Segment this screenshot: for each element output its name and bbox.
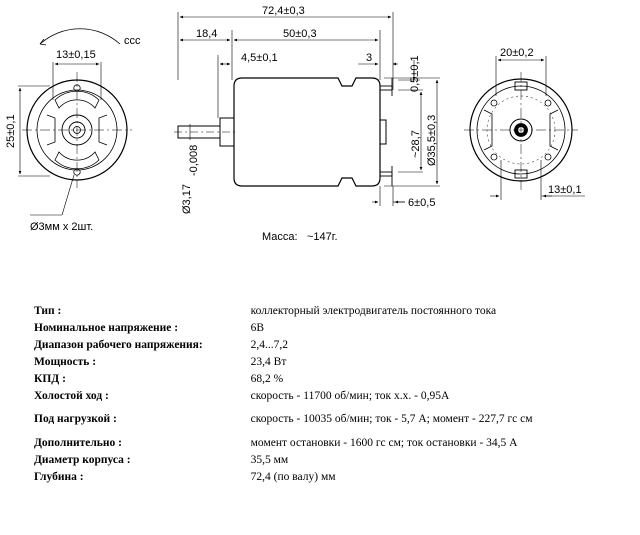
spec-row: Дополнительно : момент остановки - 1600 … [34,434,594,451]
shaft-tolerance: -0,008 [188,145,200,176]
left-width-dim: 13±0,15 [56,49,96,61]
spec-label: Дополнительно : [34,436,122,449]
shaft-diameter-dim: Ø3,17 [181,184,193,214]
spec-value: 23,4 Вт [250,355,287,368]
spec-value: 35,5 мм [250,453,289,466]
spec-row: КПД : 68,2 % [34,370,594,387]
terminal-thickness-dim: 0,5±0,1 [409,55,421,92]
side-view: 72,4±0,3 18,4 50±0,3 4,5±0,1 3 Ø3, [174,5,440,243]
flat-dim: ~28,7 [410,130,422,158]
spec-row: Диаметр корпуса : 35,5 мм [34,451,594,468]
left-hole-note: Ø3мм x 2шт. [30,221,93,233]
technical-drawing: ccc 13±0,15 25±0,1 Ø3мм x 2шт. [5,5,585,243]
left-height-dim: 25±0,1 [5,114,17,148]
right-end-view: 20±0,2 13±0,1 [464,47,585,200]
right-top-dim: 20±0,2 [500,47,534,59]
left-end-view: ccc 13±0,15 25±0,1 Ø3мм x 2шт. [5,28,141,233]
spec-label: Под нагрузкой : [34,413,117,425]
terminal-offset-dim: 3 [366,52,372,64]
spec-label: Холостой ход : [34,389,109,402]
right-bottom-dim: 13±0,1 [548,184,582,196]
shaft-extension-dim: 18,4 [196,28,217,40]
body-length-dim: 50±0,3 [283,28,317,40]
spec-label: Диаметр корпуса : [34,453,131,466]
spec-value: 68,2 % [250,372,284,385]
terminal-length-dim: 6±0,5 [408,197,435,209]
spec-row: Номинальное напряжение : 6В [34,319,594,336]
rotation-arc [39,28,121,45]
spec-value: скорость - 11700 об/мин; ток х.х. - 0,95… [250,389,450,402]
spec-row: Тип : коллекторный электродвигатель пост… [34,302,594,319]
spec-label: Номинальное напряжение : [34,321,179,334]
spec-label: Мощность : [34,355,97,368]
spec-value: скорость - 10035 об/мин; ток - 5,7 А; мо… [250,413,533,425]
spec-row: Под нагрузкой : скорость - 10035 об/мин;… [34,404,594,434]
mass-value: ~147г. [307,231,338,243]
spec-label: Глубина : [34,470,84,483]
spec-value: 72,4 (по валу) мм [250,470,336,483]
body-diameter-dim: Ø35,5±0,3 [426,115,438,166]
spec-value: 6В [250,321,265,334]
spec-label: Диапазон рабочего напряжения: [34,338,203,351]
spec-value: момент остановки - 1600 гс см; ток остан… [250,436,518,449]
mass-label: Масса: [262,231,298,243]
spec-label: КПД : [34,372,66,385]
spec-table: Тип : коллекторный электродвигатель пост… [34,302,594,485]
boss-length-dim: 4,5±0,1 [241,52,278,64]
overall-length-dim: 72,4±0,3 [262,5,305,17]
spec-row: Диапазон рабочего напряжения: 2,4...7,2 [34,336,594,353]
spec-row: Холостой ход : скорость - 11700 об/мин; … [34,387,594,404]
spec-label: Тип : [34,304,62,317]
spec-row: Глубина : 72,4 (по валу) мм [34,468,594,485]
spec-row: Мощность : 23,4 Вт [34,353,594,370]
spec-value: коллекторный электродвигатель постоянног… [250,304,497,317]
spec-value: 2,4...7,2 [250,338,289,351]
rotation-mark: ccc [124,35,141,47]
